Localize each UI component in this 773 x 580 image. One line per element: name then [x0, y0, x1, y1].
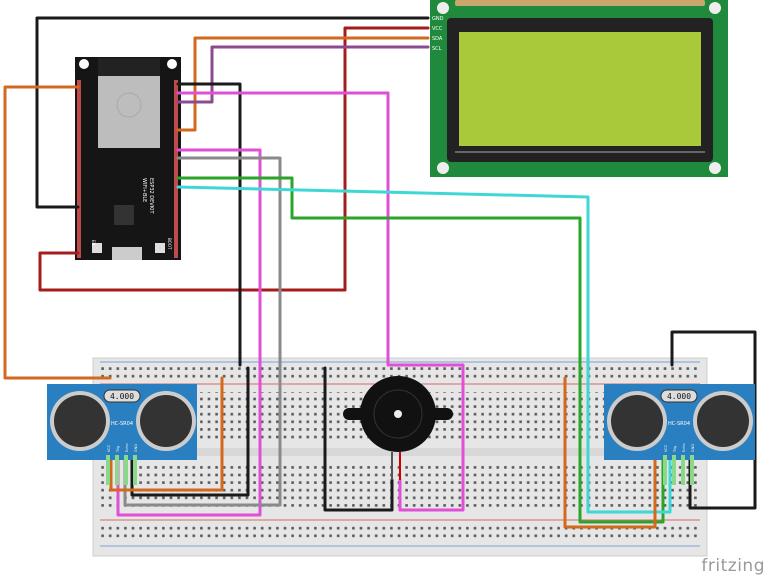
wire-echo-right — [176, 185, 672, 514]
wire-orange-left — [3, 85, 112, 380]
wire-buzzer — [176, 91, 465, 512]
esp32-devkit — [75, 57, 181, 260]
en-button — [92, 243, 102, 253]
wire-scl-lcd — [176, 45, 430, 104]
lcd-pin-scl: SCL — [432, 46, 442, 52]
boot-label: BOOT — [167, 238, 172, 250]
wire-buzzer-gnd — [323, 366, 394, 512]
ultrasonic-sensor-left — [47, 384, 197, 485]
boot-button — [155, 243, 165, 253]
left-pin-vcc: VCC — [107, 444, 111, 452]
piezo-buzzer — [343, 376, 453, 480]
lcd-pin-vcc: VCC — [432, 26, 443, 32]
lcd-pin-sda: SDA — [432, 36, 443, 42]
right-pin-gnd: GND — [691, 444, 695, 452]
left-pin-echo: Echo — [125, 444, 129, 453]
crystal-label-left: 4.000 — [110, 392, 134, 401]
usb-port — [112, 247, 142, 260]
wire-trig-right — [176, 176, 665, 524]
wire-trig-left — [116, 148, 262, 517]
esp32-wifi-module — [98, 76, 160, 148]
fritzing-logo-text: fritzing — [701, 556, 765, 576]
lcd-display-20x4 — [430, 0, 728, 177]
wire-gnd-lcd — [35, 16, 430, 209]
wire-vcc-lcd — [38, 26, 430, 292]
esp32-label: ESP32 DEVKIT — [148, 178, 154, 214]
lcd-screen — [459, 32, 701, 146]
left-pin-gnd: GND — [134, 444, 138, 452]
right-pin-echo: Echo — [682, 444, 686, 453]
esp32-sublabel: WIFI+BLE — [141, 178, 147, 202]
wire-vcc-left-sensor — [109, 376, 224, 492]
en-label: EN — [91, 240, 96, 246]
wire-gnd-breadboard — [176, 82, 242, 367]
sensor-label-left: HC-SR04 — [111, 421, 133, 427]
right-pin-vcc: VCC — [664, 444, 668, 452]
wires — [3, 16, 757, 529]
wire-gnd-left-sensor — [130, 366, 250, 497]
sensor-label-right: HC-SR04 — [668, 421, 690, 427]
wire-vcc-right-sensor — [563, 376, 657, 529]
right-pin-trig: Trig — [673, 446, 677, 453]
left-pin-trig: Trig — [116, 446, 120, 453]
ultrasonic-sensor-right — [604, 384, 755, 485]
crystal-label-right: 4.000 — [667, 392, 691, 401]
lcd-pin-gnd: GND — [432, 16, 444, 22]
